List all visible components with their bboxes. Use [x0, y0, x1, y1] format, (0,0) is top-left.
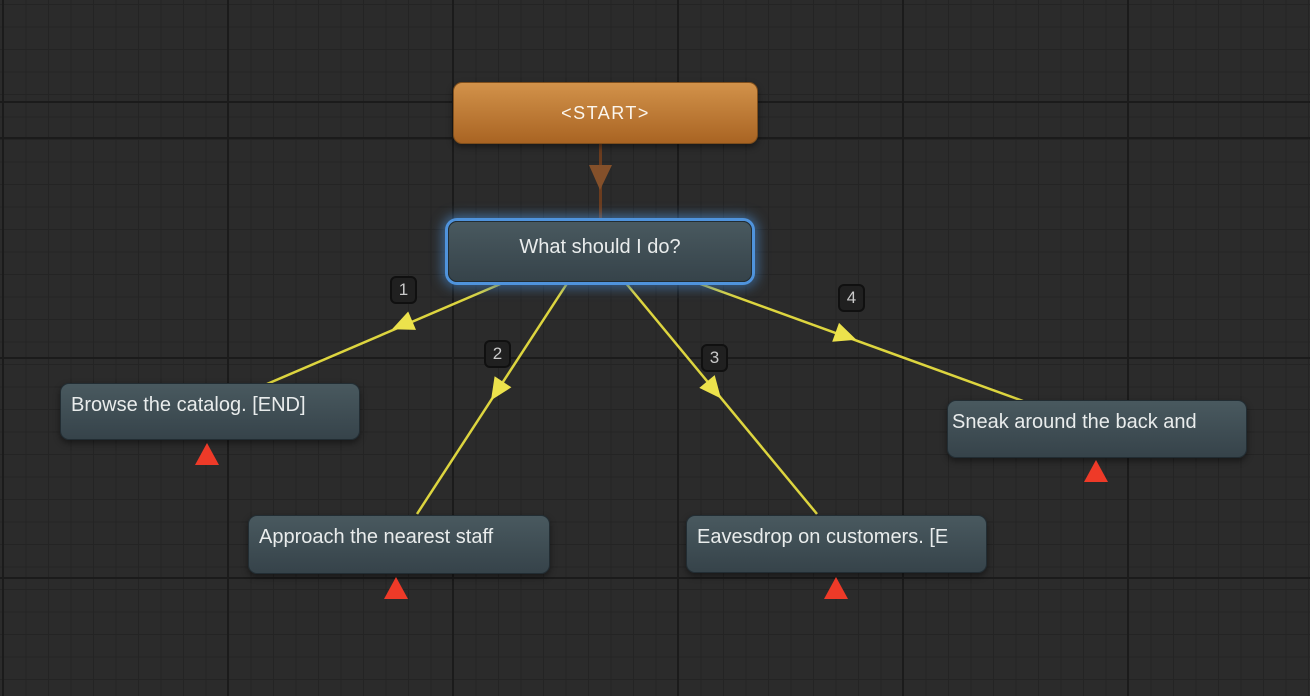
response-node-label: Approach the nearest staff — [259, 526, 494, 548]
link-line-1[interactable] — [266, 280, 506, 386]
node-marker-triangle-icon — [384, 577, 408, 599]
link-order-badge-4[interactable]: 4 — [838, 284, 865, 312]
node-marker-triangle-icon — [195, 443, 219, 465]
link-arrow-2-icon — [491, 376, 512, 401]
link-order-badge-label: 1 — [398, 280, 409, 299]
question-node-selected[interactable]: What should I do? — [448, 221, 752, 282]
link-arrow-3-icon — [699, 375, 721, 399]
link-line-3[interactable] — [624, 281, 818, 515]
response-node-browse-catalog[interactable]: Browse the catalog. [END] — [60, 383, 360, 440]
link-line-4[interactable] — [694, 280, 1024, 403]
link-order-badge-3[interactable]: 3 — [701, 344, 728, 372]
response-node-eavesdrop[interactable]: Eavesdrop on customers. [E — [686, 515, 987, 573]
link-arrow-4-icon — [832, 322, 857, 342]
start-node-label: <START> — [561, 102, 650, 123]
link-order-badge-2[interactable]: 2 — [484, 340, 511, 368]
question-node-label: What should I do? — [519, 236, 681, 258]
response-node-label: Eavesdrop on customers. [E — [697, 526, 949, 548]
link-order-badge-label: 3 — [709, 348, 720, 367]
response-node-sneak-around[interactable]: Sneak around the back and — [947, 400, 1247, 458]
link-order-badge-label: 2 — [492, 344, 503, 363]
link-order-badge-label: 4 — [846, 288, 857, 307]
response-node-label: Browse the catalog. [END] — [71, 394, 306, 416]
start-node[interactable]: <START> — [453, 82, 758, 144]
link-arrow-1-icon — [392, 311, 416, 330]
response-node-label: Sneak around the back and — [952, 411, 1197, 433]
node-marker-triangle-icon — [824, 577, 848, 599]
link-order-badge-1[interactable]: 1 — [390, 276, 417, 304]
response-node-approach-staff[interactable]: Approach the nearest staff — [248, 515, 550, 574]
start-link-arrow-icon — [589, 165, 612, 190]
node-marker-triangle-icon — [1084, 460, 1108, 482]
